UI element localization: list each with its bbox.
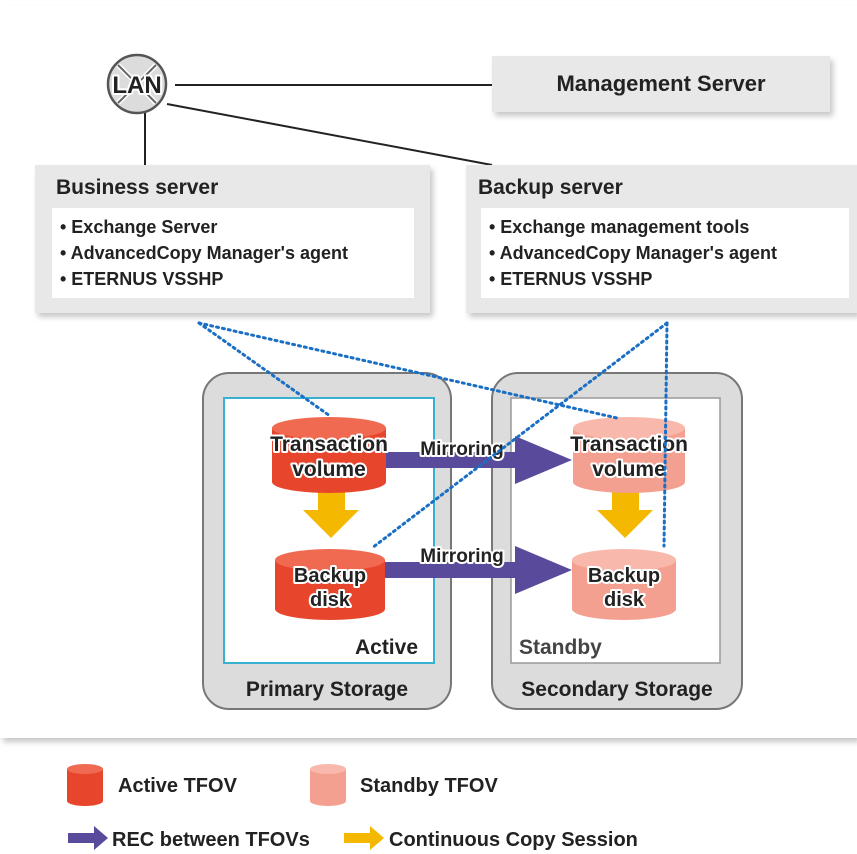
lan-connections — [144, 84, 493, 166]
secondary-storage-state: Standby — [519, 636, 602, 659]
primary-backup-disk-line1: Backup — [294, 565, 366, 587]
management-server: Management Server — [492, 56, 830, 112]
backup-server-item: • ETERNUS VSSHP — [489, 269, 652, 289]
legend-rec-label: REC between TFOVs — [112, 829, 310, 851]
primary-backup-disk-line2: disk — [310, 589, 351, 611]
lan-label: LAN — [112, 72, 161, 99]
rec-arrow-bottom — [384, 546, 572, 594]
backup-server: Backup server • Exchange management tool… — [466, 165, 857, 313]
secondary-backup-disk-line1: Backup — [588, 565, 660, 587]
business-server-item: • Exchange Server — [60, 217, 217, 237]
primary-transaction-volume-line1: Transaction — [270, 433, 388, 456]
management-server-label: Management Server — [556, 71, 766, 96]
secondary-transaction-volume-line2: volume — [592, 458, 666, 481]
business-server-item: • AdvancedCopy Manager's agent — [60, 243, 348, 263]
primary-storage-label: Primary Storage — [246, 678, 408, 701]
primary-storage-state: Active — [355, 636, 418, 659]
mirroring-label-bottom: Mirroring — [420, 546, 503, 567]
primary-transaction-volume-line2: volume — [292, 458, 366, 481]
legend-rec-arrow-icon — [68, 826, 108, 850]
business-server: Business server • Exchange Server • Adva… — [35, 165, 430, 313]
continuous-copy-arrow-primary — [303, 492, 359, 538]
legend: Active TFOV Standby TFOV REC between TFO… — [67, 764, 638, 851]
lan-hub: LAN — [106, 53, 168, 115]
backup-server-title: Backup server — [478, 176, 623, 199]
primary-backup-disk: Backup disk — [275, 549, 385, 620]
legend-continuous-copy-label: Continuous Copy Session — [389, 829, 638, 851]
legend-active-tfov-icon — [67, 764, 103, 806]
secondary-backup-disk: Backup disk — [572, 549, 676, 620]
dotted-connections — [197, 321, 669, 550]
business-server-item: • ETERNUS VSSHP — [60, 269, 223, 289]
legend-standby-tfov-label: Standby TFOV — [360, 775, 498, 797]
secondary-backup-disk-line2: disk — [604, 589, 645, 611]
secondary-transaction-volume-line1: Transaction — [570, 433, 688, 456]
backup-server-item: • Exchange management tools — [489, 217, 749, 237]
legend-continuous-copy-arrow-icon — [344, 826, 384, 850]
primary-transaction-volume: Transaction volume — [268, 417, 390, 493]
business-server-title: Business server — [56, 176, 218, 199]
secondary-transaction-volume: Transaction volume — [568, 417, 690, 493]
legend-standby-tfov-icon — [310, 764, 346, 806]
backup-server-item: • AdvancedCopy Manager's agent — [489, 243, 777, 263]
secondary-storage-label: Secondary Storage — [521, 678, 712, 701]
rec-arrow-top — [384, 436, 572, 484]
continuous-copy-arrow-secondary — [597, 492, 653, 538]
legend-active-tfov-label: Active TFOV — [118, 775, 238, 797]
